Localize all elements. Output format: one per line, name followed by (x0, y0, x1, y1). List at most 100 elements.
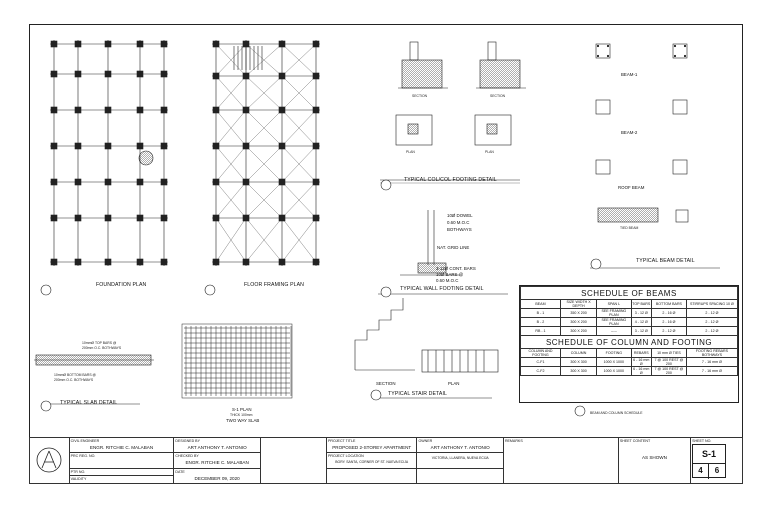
date-value: DECEMBER 09, 2020 (194, 475, 240, 481)
beam-1-label: BEAM-1 (621, 72, 638, 77)
wall-note: 10Ø BARS @ (436, 272, 464, 277)
column (242, 72, 250, 80)
blank-cell (325, 467, 418, 485)
slab-plan-subtitle-2: TWO WAY SLAB (226, 418, 260, 423)
column-footing (50, 70, 58, 78)
column-footing (160, 142, 168, 150)
column-footing (136, 142, 144, 150)
sheet-number-box: S-1 4 6 (692, 444, 726, 479)
foundation-plan-title: FOUNDATION PLAN (96, 282, 147, 288)
cell: RB - 1 (520, 326, 561, 336)
column (278, 40, 286, 48)
logo (29, 437, 70, 484)
slab-diagonal (215, 109, 247, 147)
column (242, 142, 250, 150)
remarks-label: REMARKS (504, 439, 523, 443)
slab-diagonal (245, 109, 283, 147)
cell: 2 - 12 Ø (651, 326, 687, 336)
column (278, 72, 286, 80)
slab-plan-subtitle: THICK 100mm (230, 413, 253, 417)
slab-diagonal (215, 181, 247, 219)
column-footing (136, 258, 144, 266)
slab-diagonal (281, 75, 317, 111)
column-footing (74, 214, 82, 222)
cell: ----- (596, 326, 632, 336)
col-plan-label-2: PLAN (485, 150, 494, 154)
cell: 3 - 12 Ø (630, 326, 653, 336)
wall-note: 3-12Ø CONT. BARS (436, 266, 476, 271)
column-footing (74, 70, 82, 78)
title-block: CIVIL ENGINEER ENGR. RITCHIE C. MALABAN … (29, 436, 743, 485)
column-footing (74, 142, 82, 150)
schedule-table: SCHEDULE OF BEAMS BEAM SIZE WIDTH X DEPT… (519, 285, 739, 403)
wall-note: NAT. GRID LINE (437, 245, 470, 250)
slab-diagonal (215, 217, 247, 263)
slab-detail-title: TYPICAL SLAB DETAIL (60, 400, 118, 406)
column-header: 10 mm Ø TIES (651, 348, 687, 358)
column (312, 214, 320, 222)
column (242, 178, 250, 186)
column-footing (50, 106, 58, 114)
slab-diagonal (245, 43, 283, 77)
column (278, 214, 286, 222)
column-footing (160, 40, 168, 48)
table-row: B - 1 350 X 200 SEE FRAMING PLAN 3 - 12 … (520, 308, 739, 318)
column (312, 142, 320, 150)
column-footing (160, 70, 168, 78)
column-footing (104, 70, 112, 78)
beam-sections (590, 43, 720, 269)
column-footing (74, 40, 82, 48)
cell: 350 X 200 (559, 308, 598, 318)
beam-header: SPAN L (596, 299, 632, 309)
cell: C-F1 (520, 357, 561, 367)
project-title-label: PROJECT TITLE (327, 439, 356, 443)
beam-col-schedule-title: BEAM AND COLUMN SCHEDULE (590, 411, 643, 415)
sheet-number: 4 (693, 463, 709, 479)
ptr-cell: PTR NO. (68, 467, 175, 477)
date-cell: DATE DECEMBER 09, 2020 (173, 467, 261, 485)
foundation-plan-drawing (50, 40, 168, 266)
project-title: PROPOSED 2-STOREY APARTMENT (332, 445, 412, 450)
beam-detail-title: TYPICAL BEAM DETAIL (636, 258, 695, 264)
wall-note: BOTHWAYS (447, 227, 472, 232)
col-section-label-1: SECTION (412, 94, 428, 98)
sheet-label: SHEET NO. (692, 439, 712, 443)
date-label: DATE (175, 469, 185, 474)
sheet-border (29, 24, 743, 484)
cell: 7 @ 100 REST @ 200 (651, 366, 687, 376)
beam-header: SIZE WIDTH X DEPTH (559, 299, 598, 309)
slab-diagonal (281, 43, 317, 77)
slab-diagonal (281, 181, 317, 219)
blank-cell (416, 467, 504, 485)
col-footing-details (380, 41, 526, 184)
logo-icon (36, 447, 62, 473)
slab-note: 10mmØ BOTTOM BARS @ (54, 373, 97, 377)
cell: 7 - 16 mm Ø (685, 357, 739, 367)
beam-header: TOP BARS (630, 299, 653, 309)
project-title-cell: PROJECT TITLE PROPOSED 2-STOREY APARTMEN… (325, 436, 418, 454)
column-footing (160, 106, 168, 114)
slab-diagonal (215, 43, 247, 77)
col-plan-label-1: PLAN (406, 150, 415, 154)
cell: 300 X 200 (559, 317, 598, 327)
col-footing-detail-title: TYPICAL COL/COL FOOTING DETAIL (404, 177, 497, 183)
slab-diagonal (245, 181, 283, 219)
column (312, 72, 320, 80)
column (212, 40, 220, 48)
table-row: C-F1 300 X 300 1000 X 1000 6 - 16 mm Ø 7… (520, 357, 739, 367)
cell: C-F2 (520, 366, 561, 376)
ptr-label: PTR NO. (70, 469, 86, 474)
owner-label: OWNER (418, 439, 433, 443)
checked-by-cell: CHECKED BY ENGR. RITCHIE C. MALABAN (173, 452, 261, 469)
column (312, 178, 320, 186)
stair-detail (354, 298, 499, 399)
column (278, 106, 286, 114)
column-footing (160, 214, 168, 222)
column-footing (104, 214, 112, 222)
slab-outline (181, 323, 293, 399)
beam-header: BEAM (520, 299, 561, 309)
column-footing (136, 70, 144, 78)
slab-diagonal (245, 75, 283, 111)
column (212, 258, 220, 266)
